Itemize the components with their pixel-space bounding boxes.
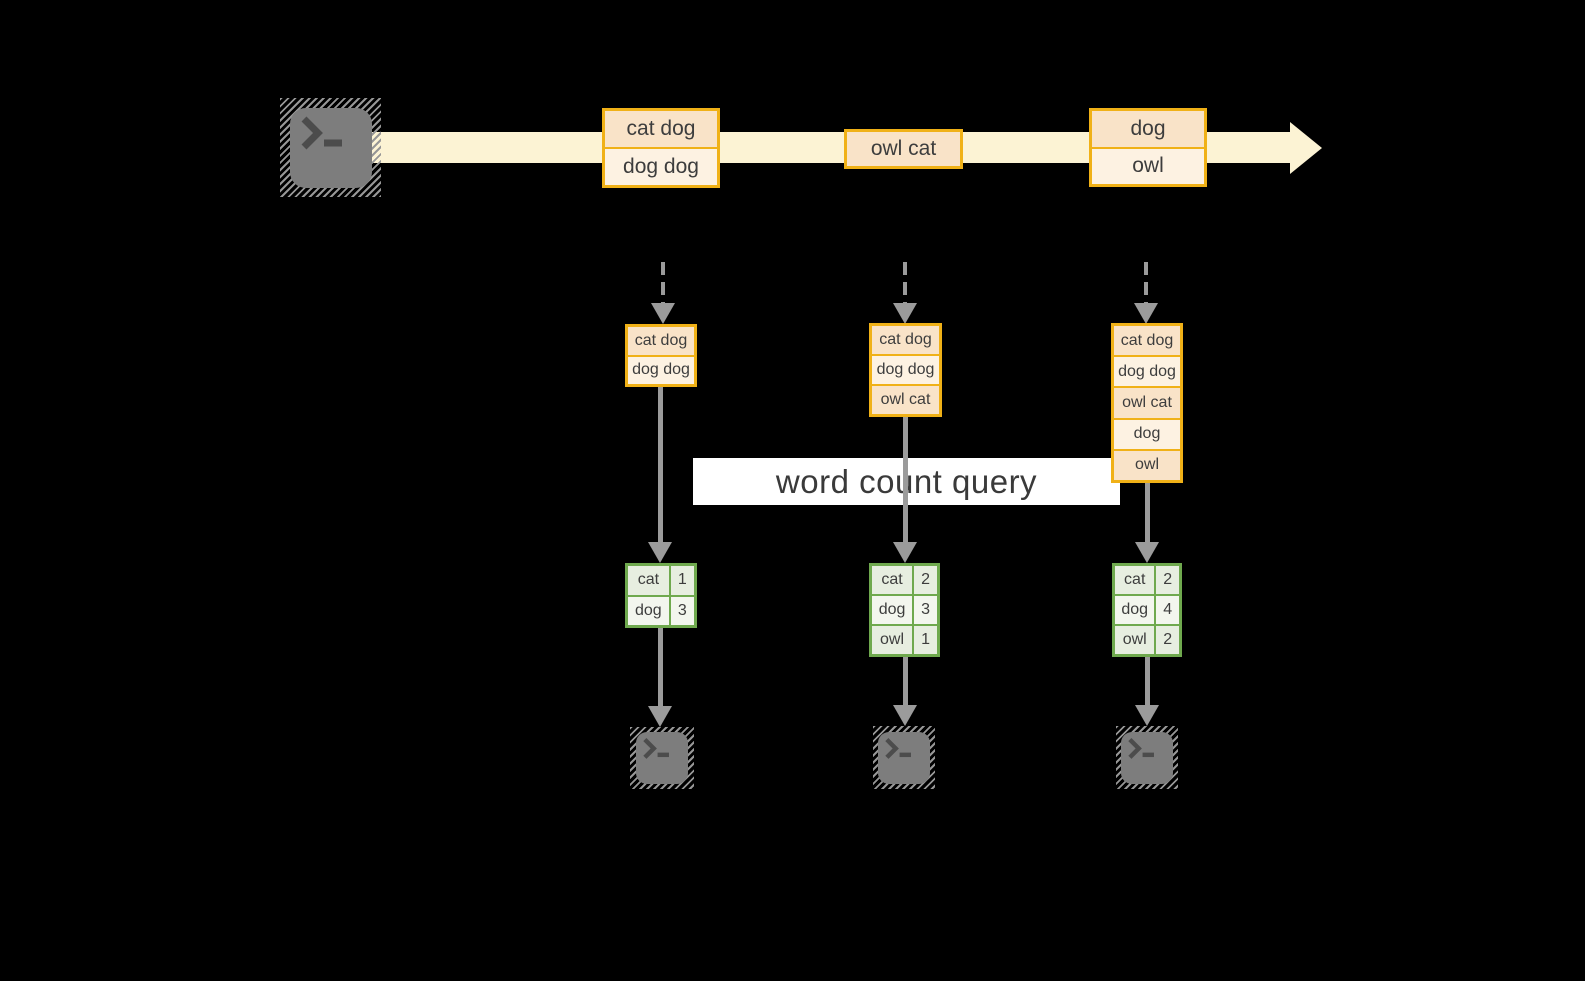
count-value: 1 — [914, 626, 937, 654]
terminal-icon — [878, 731, 930, 784]
state-box-1: cat dog dog dog — [625, 324, 697, 387]
batch-item: owl cat — [847, 132, 960, 166]
count-value: 2 — [1156, 626, 1179, 654]
word-count-table-2: cat 2 dog 3 owl 1 — [869, 563, 940, 657]
batch-item: owl — [1092, 148, 1204, 184]
terminal-prompt-glyph — [1128, 737, 1154, 759]
count-word: dog — [1115, 596, 1155, 624]
arrow-shaft — [657, 387, 663, 542]
terminal-icon — [636, 732, 688, 784]
count-word: owl — [1115, 626, 1155, 654]
state-item: cat dog — [1114, 326, 1180, 356]
arrowhead-icon — [651, 303, 675, 324]
count-value: 3 — [670, 596, 694, 625]
count-word: dog — [628, 596, 669, 625]
arrow-shaft — [902, 657, 908, 705]
output-terminal-1 — [630, 727, 694, 789]
batch-item: dog dog — [605, 149, 717, 185]
arrowhead-icon — [893, 303, 917, 324]
state-item: dog — [1114, 419, 1180, 449]
terminal-prompt-glyph — [301, 116, 342, 149]
word-count-table-1: cat 1 dog 3 — [625, 563, 697, 628]
arrow-shaft — [902, 417, 908, 542]
arrowhead-icon — [1135, 705, 1159, 726]
output-terminal-3 — [1116, 726, 1178, 789]
stream-arrowhead-icon — [1290, 122, 1322, 174]
state-item: dog dog — [872, 356, 939, 384]
count-value: 4 — [1156, 596, 1179, 624]
arrowhead-icon — [893, 542, 917, 563]
stream-batch-1: cat dog dog dog — [602, 108, 720, 188]
count-value: 3 — [914, 596, 937, 624]
arrow-shaft — [1144, 262, 1148, 303]
state-item: dog dog — [1114, 357, 1180, 387]
word-count-table-3: cat 2 dog 4 owl 2 — [1112, 563, 1182, 657]
output-terminal-2 — [873, 726, 935, 789]
state-to-counts-arrow-2 — [893, 417, 917, 563]
count-word: dog — [872, 596, 913, 624]
arrow-shaft — [1144, 483, 1150, 542]
counts-to-output-arrow-3 — [1135, 657, 1159, 726]
arrowhead-icon — [893, 705, 917, 726]
state-item: cat dog — [872, 326, 939, 354]
stream-to-state-arrow-2 — [893, 262, 917, 324]
state-item: cat dog — [628, 327, 694, 355]
batch-item: dog — [1092, 111, 1204, 147]
stream-to-state-arrow-1 — [651, 262, 675, 324]
terminal-icon — [1121, 731, 1173, 784]
state-to-counts-arrow-1 — [648, 387, 672, 563]
arrow-shaft — [1144, 657, 1150, 705]
state-item: owl cat — [872, 386, 939, 414]
arrow-shaft — [661, 262, 665, 303]
arrow-shaft — [903, 262, 907, 303]
count-word: owl — [872, 626, 913, 654]
arrowhead-icon — [1134, 303, 1158, 324]
arrowhead-icon — [648, 706, 672, 727]
arrow-shaft — [657, 628, 663, 706]
count-word: cat — [628, 566, 669, 595]
stream-to-state-arrow-3 — [1134, 262, 1158, 324]
count-value: 2 — [914, 566, 937, 594]
terminal-prompt-glyph — [643, 738, 669, 759]
terminal-icon — [289, 107, 372, 188]
producer-terminal — [280, 98, 381, 197]
counts-to-output-arrow-1 — [648, 628, 672, 727]
stream-batch-2: owl cat — [844, 129, 963, 169]
state-item: dog dog — [628, 356, 694, 384]
state-item: owl — [1114, 450, 1180, 481]
arrowhead-icon — [1135, 542, 1159, 563]
batch-item: cat dog — [605, 111, 717, 147]
terminal-prompt-glyph — [885, 737, 911, 759]
state-to-counts-arrow-3 — [1135, 483, 1159, 563]
state-box-2: cat dog dog dog owl cat — [869, 323, 942, 417]
count-word: cat — [872, 566, 913, 594]
counts-to-output-arrow-2 — [893, 657, 917, 726]
arrowhead-icon — [648, 542, 672, 563]
count-word: cat — [1115, 566, 1155, 594]
count-value: 1 — [670, 566, 694, 595]
state-box-3: cat dog dog dog owl cat dog owl — [1111, 323, 1183, 483]
stream-batch-3: dog owl — [1089, 108, 1207, 187]
count-value: 2 — [1156, 566, 1179, 594]
state-item: owl cat — [1114, 388, 1180, 418]
